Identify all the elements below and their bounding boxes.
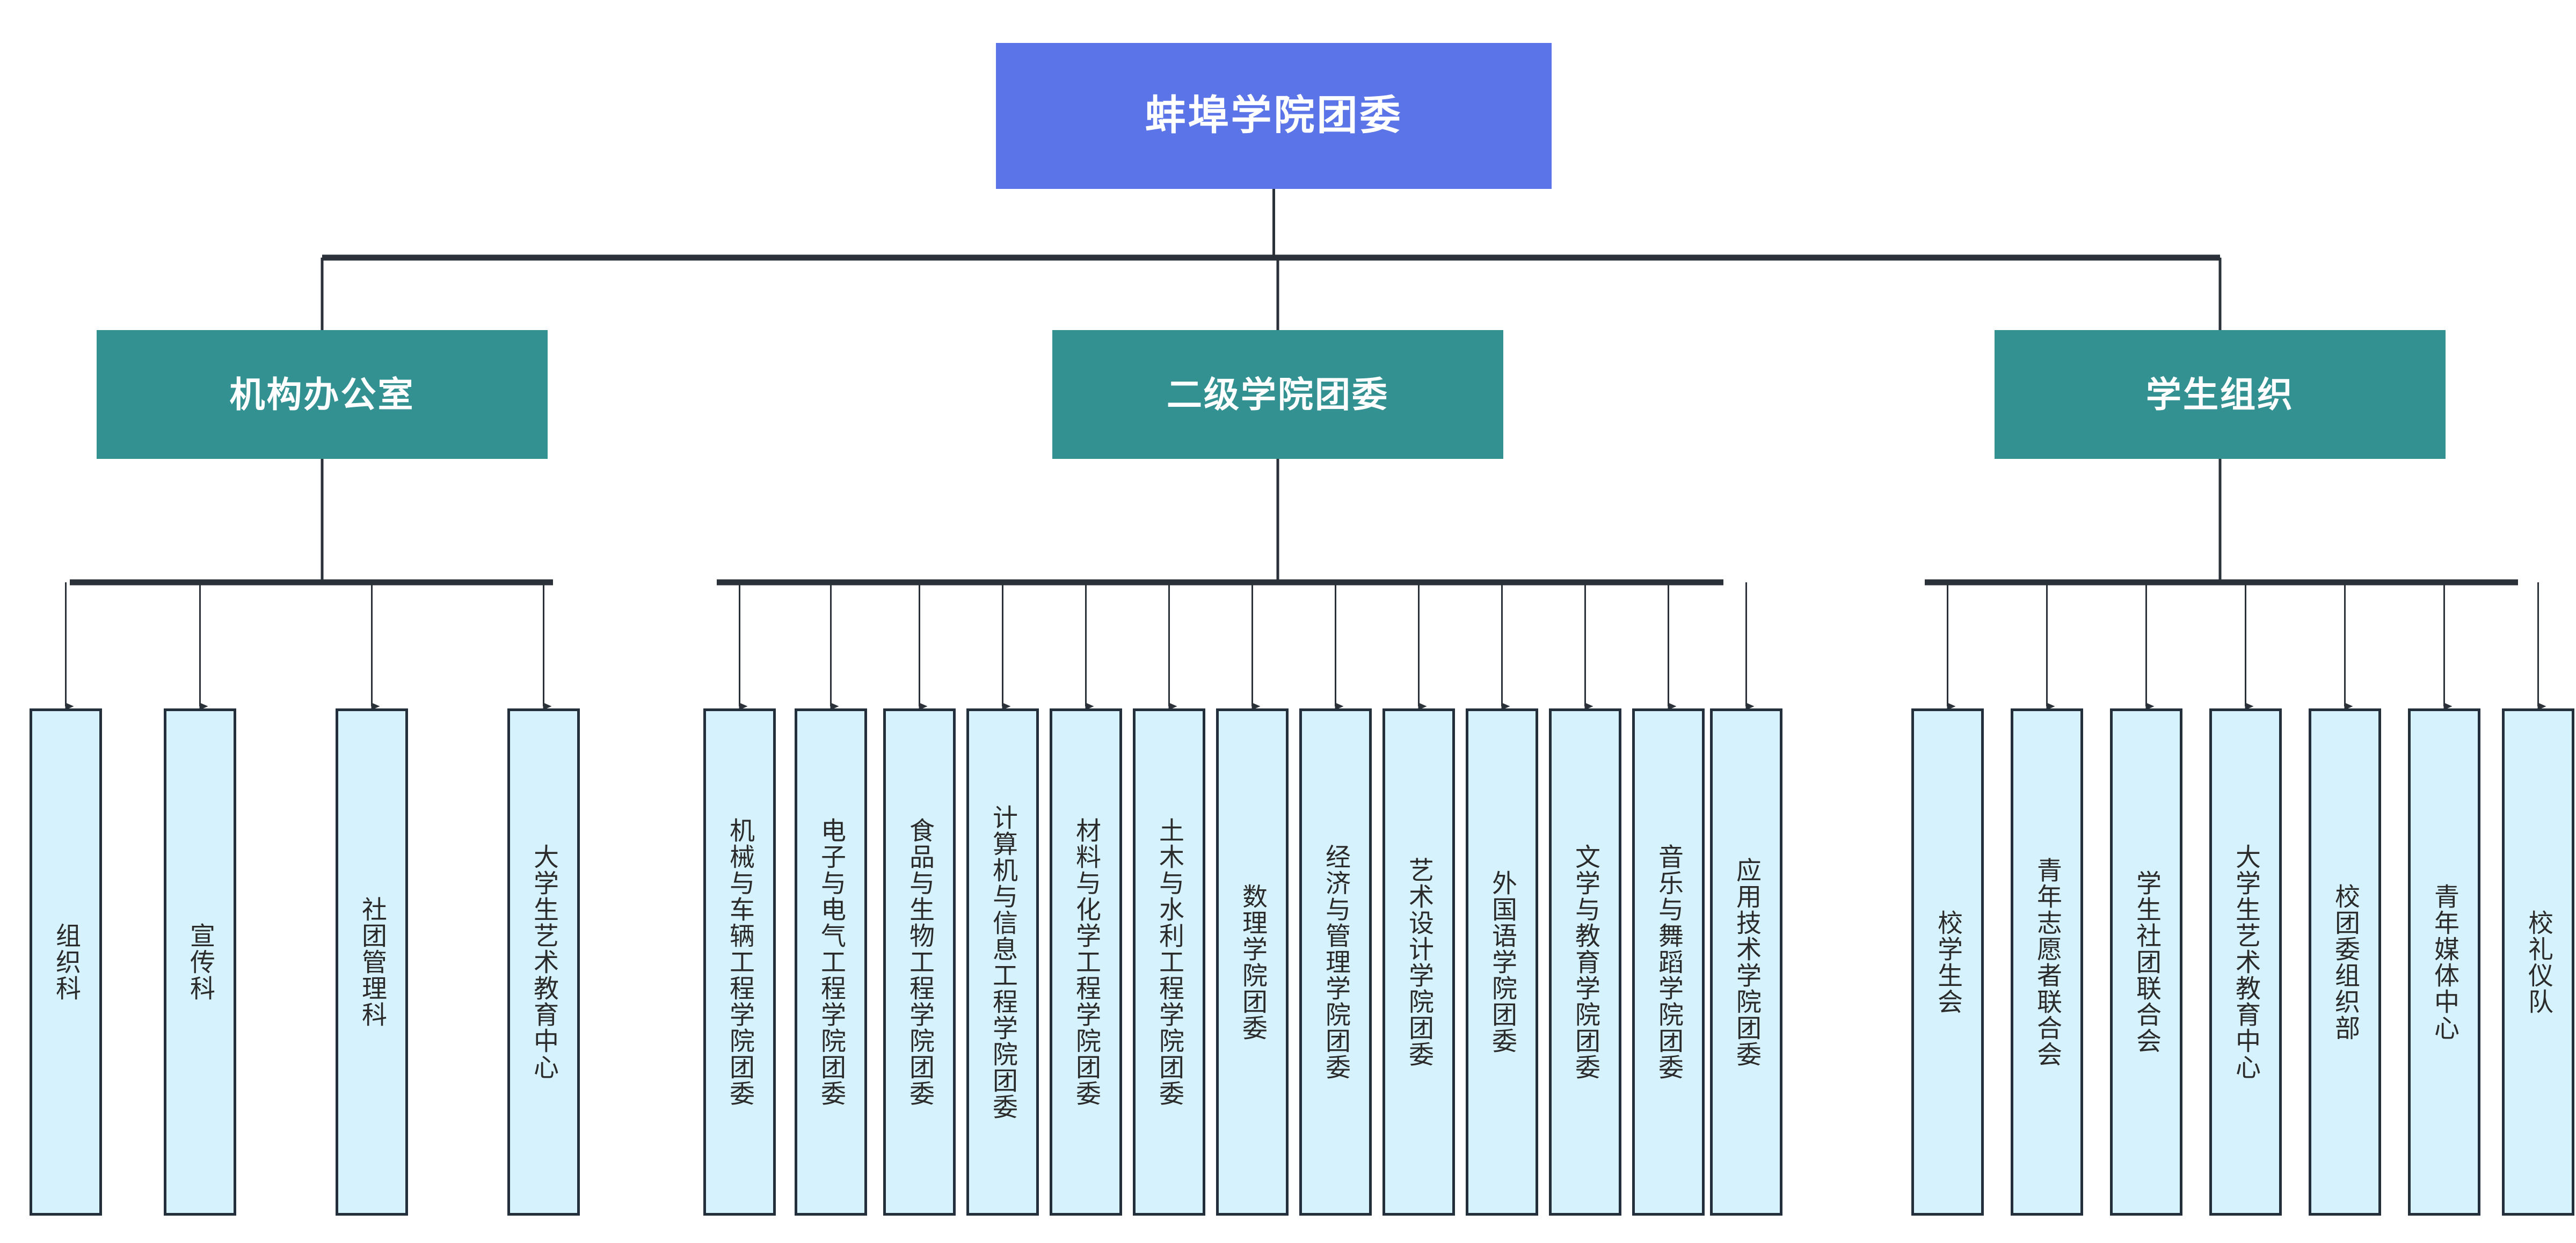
level2-node-3[interactable]: 学生组织	[1995, 330, 2446, 459]
leaf-node-label: 组织科	[52, 923, 81, 1001]
leaf-node-label: 经济与管理学院团委	[1321, 844, 1350, 1080]
leaf-node-3-7[interactable]: 校礼仪队	[2502, 708, 2574, 1216]
leaf-node-1-1[interactable]: 组织科	[30, 708, 102, 1216]
leaf-node-label: 大学生艺术教育中心	[2231, 844, 2260, 1080]
leaf-node-label: 电子与电气工程学院团委	[817, 817, 846, 1107]
leaf-node-2-9[interactable]: 艺术设计学院团委	[1382, 708, 1455, 1216]
leaf-node-label: 土木与水利工程学院团委	[1155, 817, 1184, 1107]
leaf-node-label: 学生社团联合会	[2132, 870, 2161, 1054]
leaf-node-3-6[interactable]: 青年媒体中心	[2408, 708, 2480, 1216]
level2-node-label: 机构办公室	[229, 374, 415, 414]
leaf-node-1-3[interactable]: 社团管理科	[336, 708, 408, 1216]
leaf-node-3-2[interactable]: 青年志愿者联合会	[2011, 708, 2083, 1216]
leaf-node-label: 宣传科	[186, 923, 215, 1001]
leaf-node-label: 外国语学院团委	[1488, 870, 1517, 1054]
leaf-node-1-4[interactable]: 大学生艺术教育中心	[507, 708, 580, 1216]
leaf-node-label: 数理学院团委	[1238, 883, 1267, 1041]
leaf-node-1-2[interactable]: 宣传科	[164, 708, 236, 1216]
leaf-node-2-6[interactable]: 土木与水利工程学院团委	[1133, 708, 1205, 1216]
leaf-node-2-3[interactable]: 食品与生物工程学院团委	[883, 708, 956, 1216]
leaf-node-2-2[interactable]: 电子与电气工程学院团委	[795, 708, 867, 1216]
leaf-node-3-5[interactable]: 校团委组织部	[2309, 708, 2381, 1216]
leaf-node-label: 材料与化学工程学院团委	[1072, 817, 1101, 1107]
leaf-node-label: 计算机与信息工程学院团委	[988, 804, 1017, 1120]
root-node-label: 蚌埠学院团委	[1145, 93, 1403, 139]
leaf-node-label: 文学与教育学院团委	[1571, 844, 1600, 1080]
leaf-node-2-12[interactable]: 音乐与舞蹈学院团委	[1632, 708, 1705, 1216]
leaf-node-label: 社团管理科	[358, 896, 387, 1028]
leaf-node-2-5[interactable]: 材料与化学工程学院团委	[1050, 708, 1122, 1216]
level2-node-label: 学生组织	[2146, 374, 2294, 414]
leaf-node-label: 食品与生物工程学院团委	[905, 817, 934, 1107]
level2-node-1[interactable]: 机构办公室	[97, 330, 548, 459]
leaf-node-2-4[interactable]: 计算机与信息工程学院团委	[966, 708, 1039, 1216]
leaf-node-2-13[interactable]: 应用技术学院团委	[1710, 708, 1782, 1216]
leaf-node-3-3[interactable]: 学生社团联合会	[2110, 708, 2182, 1216]
leaf-node-2-11[interactable]: 文学与教育学院团委	[1549, 708, 1621, 1216]
leaf-node-label: 青年媒体中心	[2430, 883, 2459, 1041]
root-node-bengbu-college-youth-league-committee[interactable]: 蚌埠学院团委	[996, 43, 1552, 189]
leaf-node-label: 青年志愿者联合会	[2033, 857, 2062, 1067]
leaf-node-label: 艺术设计学院团委	[1405, 857, 1433, 1067]
leaf-node-label: 大学生艺术教育中心	[529, 844, 558, 1080]
level2-node-label: 二级学院团委	[1167, 374, 1389, 414]
leaf-node-2-1[interactable]: 机械与车辆工程学院团委	[703, 708, 776, 1216]
leaf-node-2-10[interactable]: 外国语学院团委	[1466, 708, 1538, 1216]
leaf-node-label: 音乐与舞蹈学院团委	[1654, 844, 1683, 1080]
leaf-node-3-1[interactable]: 校学生会	[1911, 708, 1984, 1216]
leaf-node-label: 校礼仪队	[2524, 909, 2553, 1015]
leaf-node-label: 校团委组织部	[2331, 883, 2360, 1041]
leaf-node-2-8[interactable]: 经济与管理学院团委	[1299, 708, 1372, 1216]
level2-node-2[interactable]: 二级学院团委	[1052, 330, 1503, 459]
leaf-node-label: 校学生会	[1933, 909, 1962, 1015]
leaf-node-2-7[interactable]: 数理学院团委	[1216, 708, 1289, 1216]
leaf-node-label: 机械与车辆工程学院团委	[725, 817, 754, 1107]
leaf-node-label: 应用技术学院团委	[1732, 857, 1761, 1067]
leaf-node-3-4[interactable]: 大学生艺术教育中心	[2209, 708, 2282, 1216]
